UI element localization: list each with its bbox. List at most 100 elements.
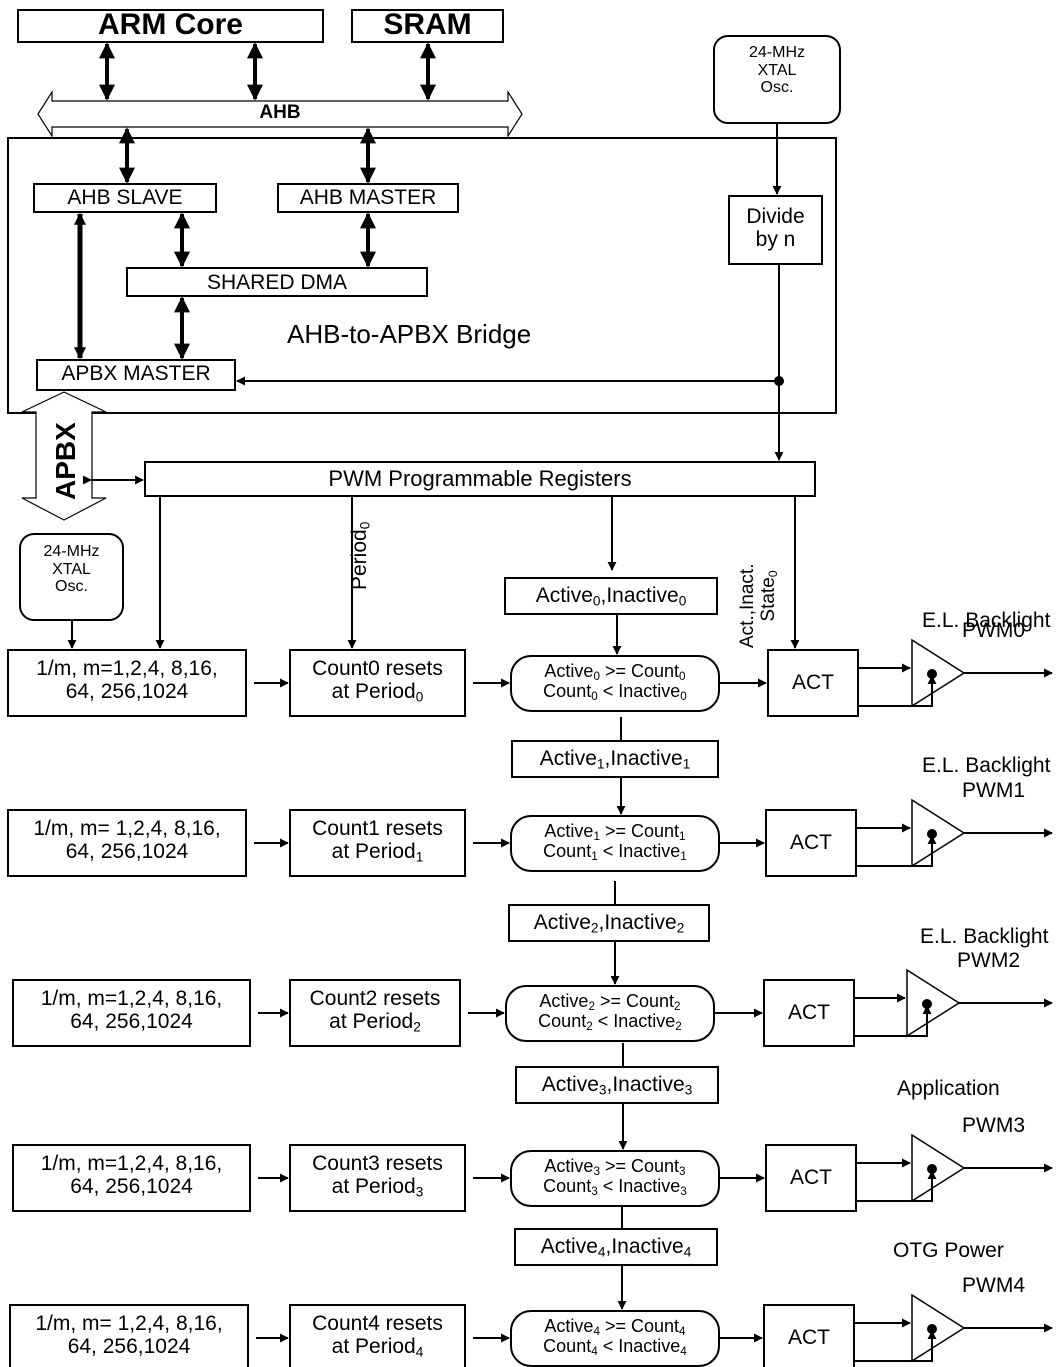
- sram-label: SRAM: [352, 8, 503, 41]
- pwm-registers-label: PWM Programmable Registers: [145, 466, 815, 491]
- ch0-cmp-active-sub: 0: [593, 669, 600, 683]
- ch1-act-box: [765, 809, 857, 877]
- ch0-counter-period-sub: 0: [415, 689, 424, 705]
- ch1-counter-period-sub: 1: [415, 849, 424, 865]
- ch3-cmp-count2-sub: 3: [591, 1184, 598, 1198]
- ch2-prescaler-label: 1/m, m=1,2,4, 8,16,64, 256,1024: [13, 987, 250, 1033]
- ch1-prescaler-line2: 64, 256,1024: [65, 840, 189, 864]
- ch4-cmp-lt: <: [597, 1335, 619, 1356]
- ch1-cmp-count: Count: [631, 821, 680, 841]
- ch2-output-label: PWM2: [957, 949, 1020, 972]
- ch4-cmp-gte: >=: [599, 1316, 631, 1336]
- ch4-counter-at-period: at Period: [331, 1335, 416, 1359]
- ch2-act-text: ACT: [788, 1001, 830, 1024]
- divide-by-n-box: [728, 195, 823, 265]
- ahb-master-box: [277, 183, 459, 213]
- ch1-output-text: PWM1: [962, 779, 1025, 802]
- ch2-counter-at-period: at Period: [329, 1010, 414, 1034]
- ch3-counter-line1: Count3 resets: [312, 1152, 443, 1175]
- apbx-bus-arrow: [21, 391, 107, 521]
- ch2-cmp-gte: >=: [594, 991, 626, 1011]
- period-0-base: Period: [348, 529, 371, 590]
- ch1-output-label: PWM1: [962, 779, 1025, 802]
- apbx-master-label: APBX MASTER: [37, 362, 235, 385]
- ch1-act-text: ACT: [790, 831, 832, 854]
- ch4-prescaler-line2: 64, 256,1024: [67, 1335, 191, 1359]
- ch2-prescaler-line1: 1/m, m=1,2,4, 8,16,: [40, 987, 223, 1010]
- ch2-cmp-inactive: Inactive: [613, 1010, 676, 1031]
- ch0-act-text: ACT: [792, 671, 834, 694]
- ch3-cmp-active: Active: [544, 1156, 594, 1176]
- ch4-cmp-active-sub: 4: [593, 1324, 600, 1338]
- ch0-ai-active-sub: 0: [592, 593, 601, 609]
- ch2-ai-active-sub: 2: [590, 920, 599, 936]
- ch1-prescaler-line1: 1/m, m= 1,2,4, 8,16,: [33, 817, 221, 840]
- ch0-application-text: E.L. Backlight: [922, 609, 1051, 632]
- osc-bottom-line2: XTAL: [52, 560, 91, 578]
- ch4-ai-inactive: Inactive: [611, 1235, 684, 1258]
- ch2-ai-comma: ,: [598, 911, 605, 934]
- ch2-cmp-count-sub: 2: [674, 999, 681, 1013]
- ch4-output-label: PWM4: [962, 1274, 1025, 1297]
- ch2-cmp-count2-sub: 2: [586, 1019, 593, 1033]
- act-inact-state-label: Act.,Inact. State0: [737, 564, 780, 648]
- ahb-to-apbx-bridge-box: [7, 137, 837, 414]
- apbx-label: APBX: [50, 422, 82, 500]
- ch2-cmp-count: Count: [626, 991, 675, 1011]
- ch3-application-label: Application: [897, 1077, 1000, 1100]
- ch2-counter-period-sub: 2: [413, 1019, 421, 1035]
- ch1-cmp-count2: Count: [543, 840, 592, 861]
- ch4-ai-active: Active: [540, 1235, 598, 1258]
- ahb-master-text: AHB MASTER: [299, 186, 437, 209]
- ch3-output-text: PWM3: [962, 1114, 1025, 1137]
- ch0-buffer-enable-dot: [927, 669, 937, 679]
- ch0-output-label: PWM0: [962, 619, 1025, 642]
- ch2-output-text: PWM2: [957, 949, 1020, 972]
- ch3-act-text: ACT: [790, 1166, 832, 1189]
- ch3-ai-active: Active: [541, 1073, 599, 1096]
- ch2-cmp-lt: <: [592, 1010, 614, 1031]
- ch4-buffer-enable-dot: [927, 1324, 937, 1334]
- ch4-prescaler-label: 1/m, m= 1,2,4, 8,16,64, 256,1024: [10, 1312, 248, 1358]
- ch3-buffer-enable-dot: [927, 1164, 937, 1174]
- bridge-title-text: AHB-to-APBX Bridge: [287, 319, 532, 349]
- ch1-cmp-count2-sub: 1: [591, 849, 598, 863]
- ch1-ai-comma: ,: [604, 747, 611, 770]
- ch4-cmp-count2: Count: [543, 1335, 592, 1356]
- ch3-cmp-count2: Count: [543, 1175, 592, 1196]
- ch4-output-text: PWM4: [962, 1274, 1025, 1297]
- divide-line2: by n: [755, 228, 796, 252]
- ch0-application-label: E.L. Backlight: [922, 609, 1050, 632]
- ch0-ai-active: Active: [535, 584, 593, 607]
- ch0-cmp-count2: Count: [543, 680, 592, 701]
- arm-core-box: [17, 9, 324, 43]
- ch2-output-buffer: [906, 968, 961, 1038]
- apbx-text: APBX: [50, 422, 81, 500]
- ch3-ai-comma: ,: [606, 1073, 613, 1096]
- ch3-counter-at-period: at Period: [331, 1175, 416, 1199]
- ch1-cmp-inactive-sub: 1: [680, 849, 687, 863]
- ch4-cmp-count-sub: 4: [679, 1324, 686, 1338]
- osc-bottom-line1: 24-MHz: [43, 543, 100, 560]
- ch3-cmp-active-sub: 3: [593, 1164, 600, 1178]
- ch4-output-buffer: [911, 1293, 966, 1363]
- apbx-master-box: [36, 359, 236, 391]
- ch4-ai-active-sub: 4: [597, 1244, 606, 1260]
- ch3-prescaler-line1: 1/m, m=1,2,4, 8,16,: [40, 1152, 223, 1175]
- ch3-ai-inactive-sub: 3: [684, 1082, 693, 1098]
- ch1-cmp-lt: <: [597, 840, 619, 861]
- osc-top-line3: Osc.: [760, 79, 794, 97]
- ch2-cmp-count2: Count: [538, 1010, 587, 1031]
- ch2-ai-inactive: Inactive: [604, 911, 677, 934]
- ch0-prescaler-line2: 64, 256,1024: [65, 680, 189, 704]
- arm-core-label: ARM Core: [18, 8, 323, 41]
- ch3-application-text: Application: [897, 1077, 1000, 1100]
- ch0-counter-at-period: at Period: [331, 680, 416, 704]
- ch0-prescaler-box: [7, 649, 247, 717]
- ch3-ai-active-sub: 3: [598, 1082, 607, 1098]
